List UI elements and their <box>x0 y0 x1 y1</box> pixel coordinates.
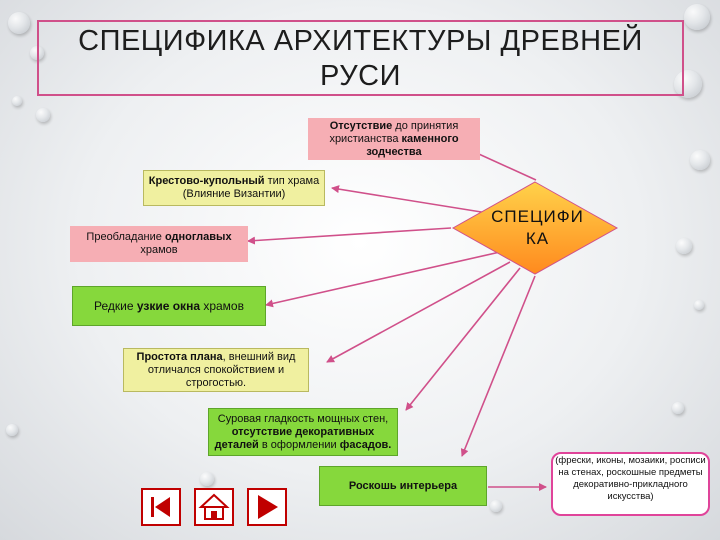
water-drop <box>672 402 684 414</box>
domes-bold1: одноглавых <box>164 231 232 243</box>
water-drop <box>200 472 214 486</box>
cross-text: тип храма (Влияние Византии) <box>182 175 320 200</box>
arrow-to-plan <box>326 261 511 363</box>
water-drop <box>694 300 704 310</box>
home-icon <box>198 493 230 520</box>
windows-bold1: узкие окна <box>136 298 200 313</box>
windows-text1: Редкие <box>94 298 137 313</box>
home-button[interactable] <box>194 488 234 526</box>
water-drop <box>490 500 502 512</box>
absence-text: до принятия христианства <box>329 119 459 145</box>
title-line-1: СПЕЦИФИКА АРХИТЕКТУРЫ ДРЕВНЕЙ <box>78 25 643 57</box>
smooth-walls-box: Суровая гладкость мощных стен, отсутстви… <box>208 408 398 456</box>
plan-text: , внешний вид отличался спокойствием и с… <box>147 350 296 389</box>
water-drop <box>684 4 710 30</box>
skip-to-start-button[interactable] <box>141 488 181 526</box>
arrow-to-domes <box>247 227 452 245</box>
luxury-bold1: Роскошь интерьера <box>348 479 458 492</box>
domes-text1: Преобладание <box>86 231 165 243</box>
walls-text1: Суровая гладкость мощных стен, <box>217 412 389 425</box>
specifics-line-2: КА <box>525 229 550 248</box>
arrow-to-windows <box>265 251 501 308</box>
water-drop <box>676 238 692 254</box>
water-drop <box>6 424 18 436</box>
walls-text2: в оформлении <box>258 438 340 451</box>
narrow-windows-box: Редкие узкие окна храмов <box>72 286 266 326</box>
title-line-2: РУСИ <box>320 60 401 92</box>
water-drop <box>674 70 702 98</box>
interior-details-note: (фрески, иконы, мозаики, росписи на стен… <box>551 452 710 516</box>
water-drop <box>690 150 710 170</box>
next-button[interactable] <box>247 488 287 526</box>
slide-title: СПЕЦИФИКА АРХИТЕКТУРЫ ДРЕВНЕЙ РУСИ <box>37 24 684 94</box>
absence-box: Отсутствие до принятия христианства каме… <box>308 118 480 160</box>
title-frame <box>37 20 684 96</box>
walls-bold1: отсутствие декоративных деталей <box>214 425 375 451</box>
specifics-line-1: СПЕЦИФИ <box>491 207 584 226</box>
specifics-diamond <box>451 181 619 275</box>
absence-bold2: каменного зодчества <box>366 132 459 158</box>
water-drop <box>8 12 30 34</box>
single-dome-box: Преобладание одноглавых храмов <box>70 226 248 262</box>
water-drop <box>12 96 22 106</box>
domes-text2: храмов <box>140 244 178 256</box>
specifics-label: СПЕЦИФИ КА <box>490 206 585 250</box>
interior-luxury-box: Роскошь интерьера <box>319 466 487 506</box>
next-icon <box>258 495 278 519</box>
walls-bold2: фасадов. <box>339 438 392 451</box>
cross-bold1: Крестово-купольный <box>148 175 265 187</box>
simple-plan-box: Простота плана, внешний вид отличался сп… <box>123 348 309 392</box>
plan-bold1: Простота плана <box>136 350 223 363</box>
water-drop <box>36 108 50 122</box>
absence-bold1: Отсутствие <box>329 119 393 132</box>
arrow-to-cross <box>331 185 501 216</box>
arrow-to-walls <box>405 267 521 411</box>
cross-dome-box: Крестово-купольный тип храма (Влияние Ви… <box>143 170 325 206</box>
skip-to-start-icon <box>151 497 170 517</box>
windows-text2: храмов <box>200 298 244 313</box>
arrow-to-luxury <box>460 275 536 457</box>
